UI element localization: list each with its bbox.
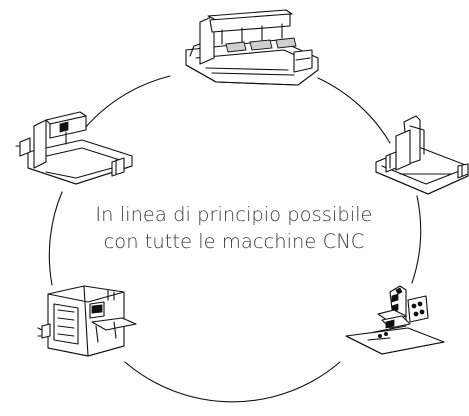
cnc-flatbed-router-icon xyxy=(15,111,133,185)
arc-top-right xyxy=(317,77,391,144)
arc-top-left xyxy=(84,75,171,129)
caption-line-1: In linea di principio possibile xyxy=(95,203,373,226)
arc-left xyxy=(48,191,63,286)
arc-bottom xyxy=(124,361,341,403)
cnc-portal-router-icon xyxy=(375,115,469,195)
arc-right xyxy=(411,195,422,284)
cycle-arcs xyxy=(48,75,422,403)
cnc-milling-machine-icon xyxy=(345,285,445,355)
diagram-caption: In linea di principio possibile con tutt… xyxy=(74,201,394,255)
caption-line-2: con tutte le macchine CNC xyxy=(103,230,365,253)
cnc-gantry-router-icon xyxy=(185,9,319,86)
cnc-machining-center-icon xyxy=(37,285,137,357)
